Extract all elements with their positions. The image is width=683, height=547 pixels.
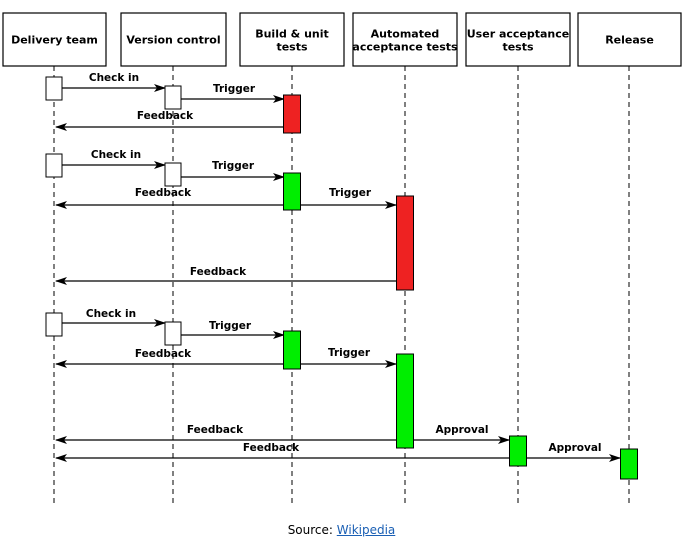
messages [55, 84, 621, 462]
source-credit: Source: Wikipedia [0, 523, 683, 537]
activation-team-idle [45, 312, 63, 337]
activation-boxes [45, 76, 638, 480]
activation-accept-pass [396, 353, 414, 449]
message-label: Check in [89, 72, 139, 84]
participant-box [352, 12, 458, 67]
message-label: Feedback [243, 442, 300, 454]
activation-vcs-idle [164, 85, 182, 110]
source-prefix: Source: [287, 523, 337, 537]
activation-build-fail [283, 94, 301, 134]
participant-rel: Release [577, 12, 682, 67]
participant-label: tests [276, 41, 308, 54]
participant-label: Version control [126, 34, 220, 47]
participant-team: Delivery team [2, 12, 107, 67]
participant-label: Build & unit [255, 28, 329, 41]
participant-box [239, 12, 345, 67]
message-label: Trigger [213, 83, 256, 95]
message-label: Check in [86, 308, 136, 320]
sequence-diagram: Delivery team Version control Build & unit… [2, 12, 682, 503]
participant-box [577, 12, 682, 67]
activation-uat-pass [509, 435, 527, 467]
participant-box [465, 12, 571, 67]
message-label: Approval [548, 442, 601, 454]
participant-label: Automated [371, 28, 440, 41]
participant-label: acceptance tests [352, 41, 458, 54]
message-label: Feedback [137, 110, 194, 122]
activation-rel-pass [620, 448, 638, 480]
participant-label: User acceptance [467, 28, 570, 41]
participant-vcs: Version control [120, 12, 227, 67]
activation-team-idle [45, 76, 63, 101]
activation-team-idle [45, 153, 63, 178]
participant-headers: Delivery team Version control Build & unit… [2, 12, 682, 67]
activation-vcs-idle [164, 162, 182, 187]
source-link[interactable]: Wikipedia [336, 523, 396, 537]
participant-label: Delivery team [11, 34, 98, 47]
participant-box [120, 12, 227, 67]
lifelines [53, 66, 630, 503]
message-label: Feedback [190, 266, 247, 278]
message-label: Approval [435, 424, 488, 436]
message-label: Trigger [212, 160, 255, 172]
participant-label: tests [502, 41, 534, 54]
message-label: Feedback [135, 348, 192, 360]
participant-box [2, 12, 107, 67]
activation-build-pass [283, 172, 301, 211]
message-label: Trigger [209, 320, 252, 332]
participant-label: Release [605, 34, 654, 47]
activation-vcs-idle [164, 321, 182, 346]
message-label: Trigger [328, 347, 371, 359]
activation-build-pass [283, 330, 301, 370]
message-label: Feedback [135, 187, 192, 199]
message-label: Feedback [187, 424, 244, 436]
message-label: Trigger [329, 187, 372, 199]
activation-accept-fail [396, 195, 414, 291]
message-label: Check in [91, 149, 141, 161]
